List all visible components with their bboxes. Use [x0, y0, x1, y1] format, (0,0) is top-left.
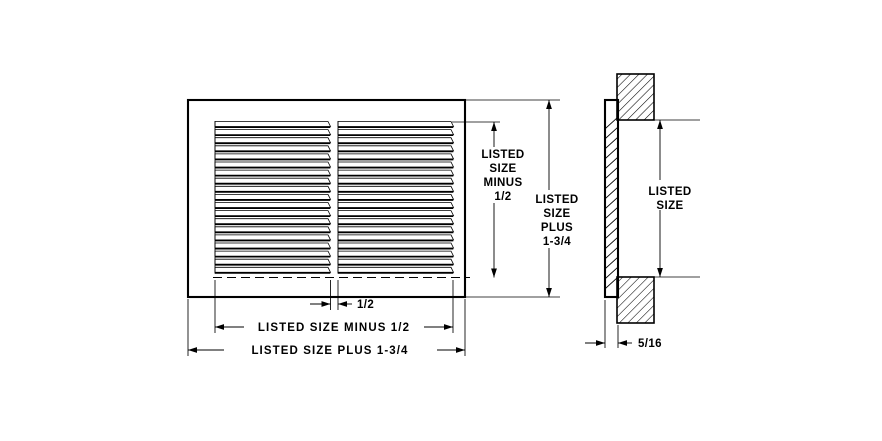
- grille-section-profile: [603, 98, 620, 299]
- louver-slat: [337, 185, 455, 193]
- dim-section-depth: 5/16: [585, 338, 662, 350]
- louver-slat: [214, 161, 332, 169]
- bottom-extension-lines: [187, 280, 466, 356]
- louver-slat: [214, 250, 332, 258]
- louver-slat: [337, 153, 455, 161]
- louver-slat: [214, 202, 332, 209]
- louver-bank-left: [214, 121, 332, 274]
- louver-slat: [214, 218, 332, 226]
- dim-label-width-outer: LISTED SIZE PLUS 1-3/4: [251, 345, 408, 357]
- louver-slat: [337, 266, 455, 274]
- louver-slat: [214, 258, 332, 266]
- louver-slat: [337, 169, 455, 177]
- louver-slat: [214, 121, 332, 128]
- louver-slat: [337, 202, 455, 209]
- louver-slat: [214, 266, 332, 274]
- dim-width-listed-size-plus-1-3-4: LISTED SIZE PLUS 1-3/4: [188, 345, 465, 357]
- louver-slat: [214, 129, 332, 137]
- dim-label-line-3: PLUS: [541, 222, 573, 234]
- louver-slat: [337, 177, 455, 185]
- wall-hatch-block-lower: [616, 276, 655, 324]
- louver-slat: [214, 226, 332, 234]
- dim-label-line-4: 1-3/4: [543, 236, 571, 248]
- dim-width-listed-size-minus-half: LISTED SIZE MINUS 1/2: [215, 322, 453, 334]
- dim-label-line-1: LISTED: [535, 194, 578, 206]
- louver-slat: [214, 210, 332, 218]
- louver-slat: [337, 250, 455, 258]
- louver-slat: [337, 194, 455, 201]
- louver-slat: [337, 121, 455, 128]
- louver-slat: [337, 129, 455, 137]
- louver-slat: [337, 234, 455, 242]
- dim-listed-size-plus-1-3-4: LISTED SIZE PLUS 1-3/4: [535, 100, 578, 297]
- dim-label-line-2: SIZE: [656, 200, 683, 212]
- dim-label-center-gap: 1/2: [357, 299, 374, 311]
- louver-slat: [337, 226, 455, 234]
- louver-slat: [214, 185, 332, 193]
- dim-label-line-2: SIZE: [489, 163, 516, 175]
- section-louver-slats: [605, 117, 618, 289]
- louver-slat: [337, 210, 455, 218]
- dim-label-line-2: SIZE: [543, 208, 570, 220]
- dim-label-width-inner: LISTED SIZE MINUS 1/2: [258, 322, 410, 334]
- louver-slat: [214, 194, 332, 201]
- wall-hatch-block-upper: [616, 73, 655, 121]
- dim-center-gap: 1/2: [310, 299, 374, 311]
- dim-listed-size-minus-half: LISTED SIZE MINUS 1/2: [481, 122, 524, 278]
- dim-section-listed-size: LISTED SIZE: [648, 120, 691, 277]
- louver-slat: [214, 137, 332, 145]
- louver-slat: [214, 177, 332, 185]
- louver-slat: [214, 169, 332, 177]
- louver-slat: [214, 153, 332, 161]
- dim-label-line-3: MINUS: [483, 177, 522, 189]
- dim-label-line-1: LISTED: [481, 149, 524, 161]
- louver-slat: [337, 161, 455, 169]
- louver-slat: [337, 137, 455, 145]
- louver-slat: [214, 234, 332, 242]
- louver-slat: [337, 258, 455, 266]
- louver-slat: [337, 145, 455, 153]
- dim-label-line-1: LISTED: [648, 186, 691, 198]
- louver-bank-right: [337, 121, 455, 274]
- dim-label-line-4: 1/2: [494, 191, 511, 203]
- louver-slat: [214, 145, 332, 153]
- louver-slat: [337, 242, 455, 250]
- dim-label-section-depth: 5/16: [638, 338, 662, 350]
- louver-slat: [337, 218, 455, 226]
- front-elevation-view: [186, 98, 560, 299]
- louver-slat: [214, 242, 332, 250]
- grille-outer-frame: [186, 98, 467, 299]
- side-section-view: [603, 73, 700, 348]
